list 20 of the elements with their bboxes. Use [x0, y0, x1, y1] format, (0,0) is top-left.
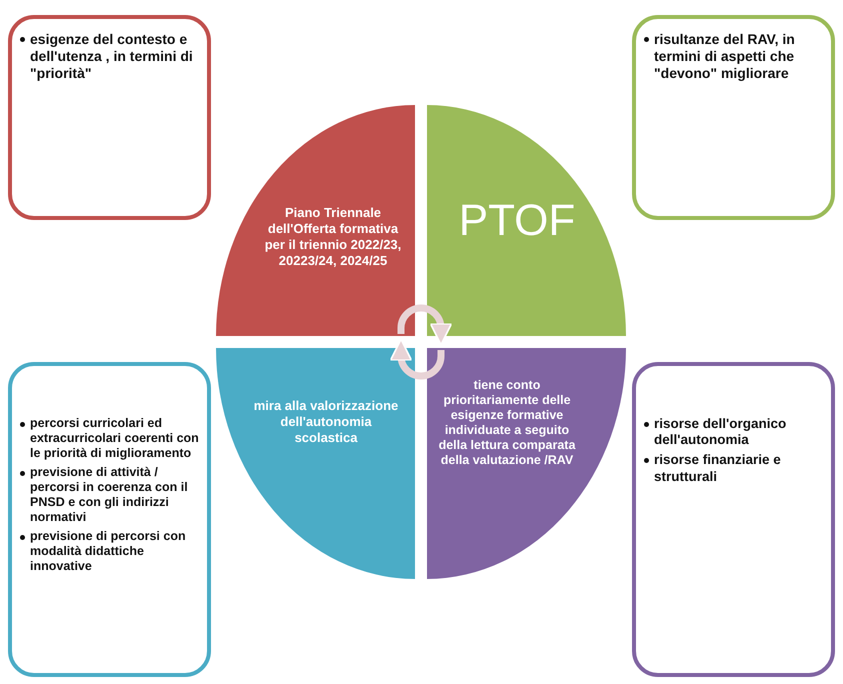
bullet-text: previsione di percorsi con modalità didattiche innovative: [30, 529, 187, 574]
quadrant-shape: [427, 348, 626, 579]
note-box: [8, 15, 211, 220]
bullet-text: risorse finanziarie e strutturali: [654, 452, 782, 485]
quadrant-shape: [216, 348, 415, 579]
note-box: [8, 362, 211, 677]
bullet-text: previsione di attività / percorsi in coerenza con il PNSD e con gli indirizzi normativi: [30, 465, 189, 525]
bullet-text: risultanze del RAV, in termini di aspetti che "devono" migliorare: [654, 31, 796, 82]
bullet-text: percorsi curricolari ed extracurricolari coerenti con le priorità di miglioramento: [30, 416, 200, 461]
bullet-text: risorse dell'organico dell'autonomia: [654, 416, 788, 448]
quadrant-text: Piano Triennale dell'Offerta formativa per il triennio 2022/23, 20223/24, 2024/25: [264, 205, 402, 269]
bullet-text: esigenze del contesto e dell'utenza , in termini di "priorità": [30, 31, 194, 82]
curved-arrow: [398, 304, 452, 346]
quadrant-shape: [216, 105, 415, 336]
quadrant-text: PTOF: [458, 195, 576, 247]
quadrant-shape: [427, 105, 626, 336]
note-box: [632, 362, 835, 677]
quadrant-text: tiene conto prioritariamente delle esigenze formative individuate a seguito della lettura comparata della valutazione /RAV: [438, 378, 576, 468]
quadrant-text: mira alla valorizzazione dell'autonomia scolastica: [252, 398, 400, 446]
note-box: [632, 15, 835, 220]
